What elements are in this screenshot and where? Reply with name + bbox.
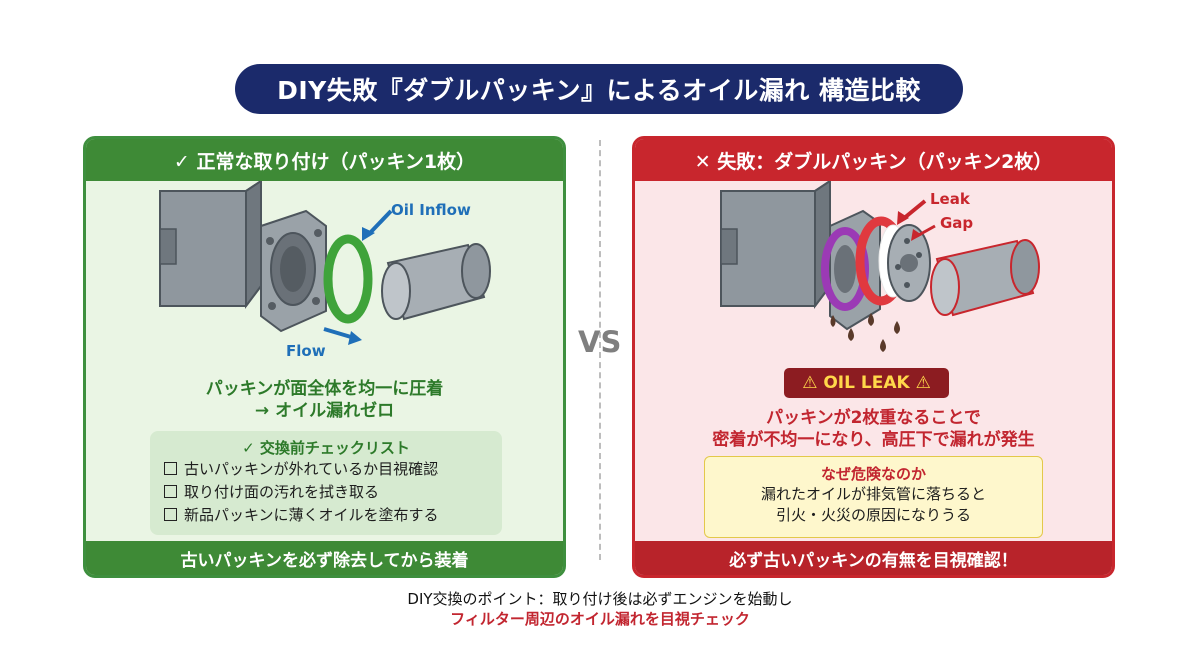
correct-install-panel: ✓ 正常な取り付け（パッキン1枚） Oil Inflow <box>83 136 566 578</box>
double-gasket-illustration: Leak Gap <box>720 181 1040 352</box>
page-title: DIY失敗『ダブルパッキン』によるオイル漏れ 構造比較 <box>235 64 963 114</box>
diy-tip-line2: フィルター周辺のオイル漏れを目視チェック <box>450 610 750 628</box>
checkbox-icon <box>164 508 177 521</box>
oil-leak-warning-badge: ⚠ OIL LEAK ⚠ <box>784 368 949 398</box>
failure-panel-header: ✕ 失敗：ダブルパッキン（パッキン2枚） <box>635 139 1112 181</box>
checklist-item: 取り付け面の汚れを拭き取る <box>164 481 502 504</box>
correct-install-illustration: Oil Inflow Flow <box>159 181 491 360</box>
checkbox-icon <box>164 462 177 475</box>
checklist-title: ✓ 交換前チェックリスト <box>242 439 410 457</box>
engine-block-icon <box>720 181 881 331</box>
failure-result-line1: パッキンが2枚重なることで <box>766 408 981 428</box>
correct-result-line2: → オイル漏れゼロ <box>254 401 395 421</box>
old-gasket-icon <box>821 227 869 311</box>
gap-arrow <box>911 224 936 241</box>
checklist-item: 古いパッキンが外れているか目視確認 <box>164 458 502 481</box>
danger-line1: 漏れたオイルが排気管に落ちると <box>760 485 986 503</box>
engine-block-icon <box>159 181 327 333</box>
gap-label: Gap <box>940 214 973 232</box>
diy-tip-line1: DIY交換のポイント：取り付け後は必ずエンジンを始動し <box>407 590 793 608</box>
correct-result-line1: パッキンが面全体を均一に圧着 <box>205 379 444 399</box>
divider-line <box>599 140 601 560</box>
single-gasket-icon <box>323 234 373 324</box>
pre-replacement-checklist: ✓ 交換前チェックリスト 古いパッキンが外れているか目視確認 取り付け面の汚れを… <box>150 431 502 535</box>
checklist-item: 新品パッキンに薄くオイルを塗布する <box>164 504 502 527</box>
failure-panel-footer: 必ず古いパッキンの有無を目視確認！ <box>635 541 1112 575</box>
correct-panel-footer: 古いパッキンを必ず除去してから装着 <box>86 541 563 575</box>
danger-title: なぜ危険なのか <box>820 465 926 483</box>
flow-label: Flow <box>286 342 326 360</box>
correct-panel-header: ✓ 正常な取り付け（パッキン1枚） <box>86 139 563 181</box>
danger-explanation-box: なぜ危険なのか 漏れたオイルが排気管に落ちると 引火・火災の原因になりうる <box>704 456 1043 538</box>
flow-arrow <box>323 327 362 345</box>
oil-filter-icon <box>930 239 1040 317</box>
checkbox-icon <box>164 485 177 498</box>
leak-arrow <box>897 199 927 225</box>
double-gasket-panel: ✕ 失敗：ダブルパッキン（パッキン2枚） <box>632 136 1115 578</box>
oil-inflow-arrow <box>362 209 393 241</box>
failure-result-line2: 密着が不均一になり、高圧下で漏れが発生 <box>712 430 1035 450</box>
danger-line2: 引火・火災の原因になりうる <box>775 506 971 524</box>
oil-filter-icon <box>381 243 491 321</box>
vs-label: VS <box>578 325 622 359</box>
oil-drop-icon <box>830 313 900 352</box>
filter-base-icon <box>887 224 931 302</box>
oil-inflow-label: Oil Inflow <box>391 201 471 219</box>
leak-label: Leak <box>930 190 971 208</box>
